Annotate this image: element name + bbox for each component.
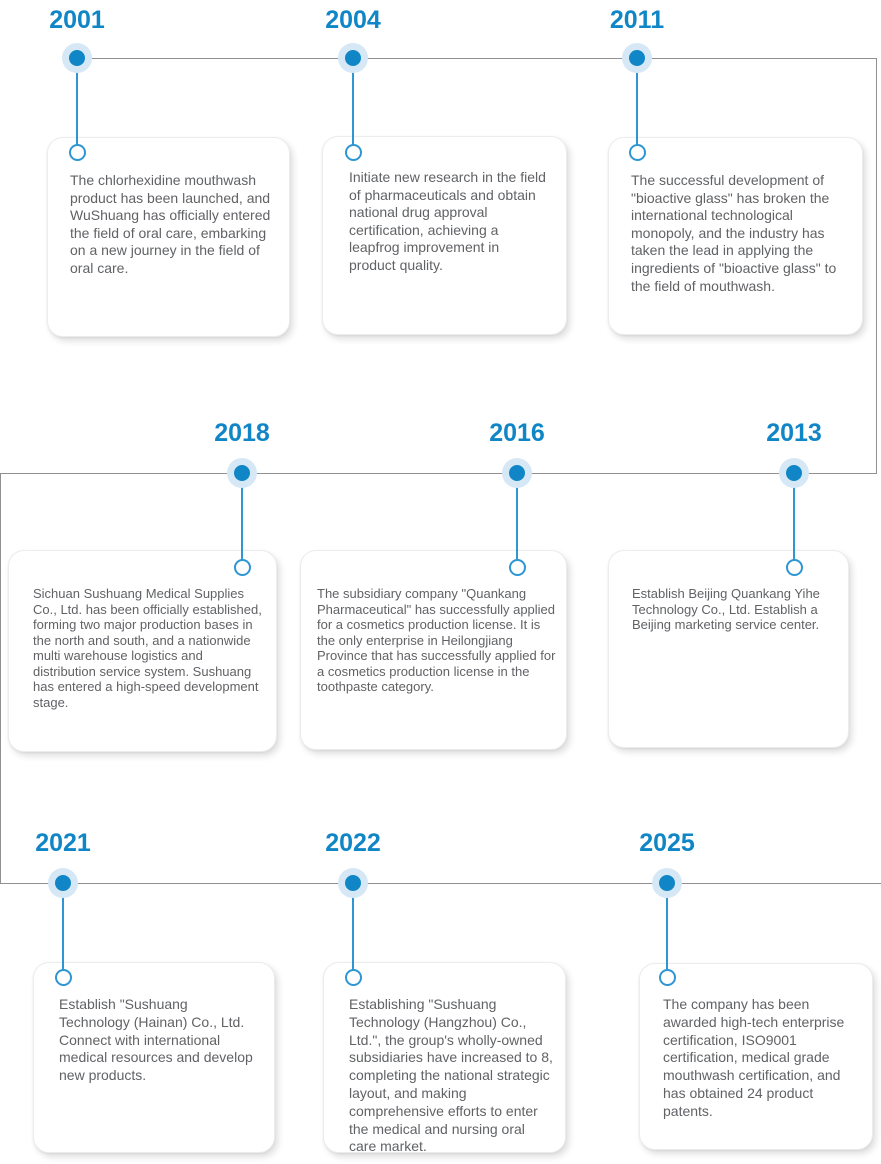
connector-line-2022: [352, 883, 354, 977]
timeline-dot-inner: [345, 875, 361, 891]
timeline-dot-2013: [779, 458, 809, 488]
timeline-line-row2: [0, 473, 877, 474]
year-label-2022: 2022: [325, 829, 381, 857]
card-node-circle-2021: [55, 969, 72, 986]
card-node-circle-2001: [69, 144, 86, 161]
event-description: Establishing "Sushuang Technology (Hangz…: [349, 996, 553, 1155]
event-card-2001: The chlorhexidine mouthwash product has …: [47, 137, 290, 337]
year-label-2018: 2018: [214, 419, 270, 447]
timeline-dot-inner: [659, 875, 675, 891]
card-node-circle-2011: [629, 144, 646, 161]
card-node-circle-2018: [234, 559, 251, 576]
timeline-line-row1: [77, 58, 876, 59]
timeline-dot-inner: [629, 50, 645, 66]
year-label-2011: 2011: [609, 6, 665, 34]
timeline-dot-2025: [652, 868, 682, 898]
connector-line-2016: [516, 473, 518, 567]
timeline-dot-inner: [786, 465, 802, 481]
timeline-dot-2001: [62, 43, 92, 73]
timeline-dot-2004: [338, 43, 368, 73]
event-card-2021: Establish "Sushuang Technology (Hainan) …: [33, 962, 275, 1153]
card-node-circle-2025: [659, 969, 676, 986]
timeline-dot-inner: [69, 50, 85, 66]
connector-line-2018: [241, 473, 243, 567]
timeline-dot-inner: [345, 50, 361, 66]
timeline-dot-inner: [55, 875, 71, 891]
event-description: The subsidiary company "Quankang Pharmac…: [317, 586, 556, 694]
connector-line-2004: [352, 58, 354, 152]
year-label-2001: 2001: [49, 6, 105, 34]
event-card-2022: Establishing "Sushuang Technology (Hangz…: [323, 962, 566, 1155]
event-card-2011: The successful development of "bioactive…: [608, 137, 863, 335]
event-description: The successful development of "bioactive…: [631, 172, 837, 294]
event-description: Establish "Sushuang Technology (Hainan) …: [59, 996, 253, 1084]
timeline-dot-2011: [622, 43, 652, 73]
event-card-2004: Initiate new research in the field of ph…: [322, 136, 567, 335]
connector-line-2001: [76, 58, 78, 152]
event-description: The company has been awarded high-tech e…: [663, 996, 845, 1119]
event-description: The chlorhexidine mouthwash product has …: [70, 172, 271, 276]
connector-line-2025: [666, 883, 668, 977]
event-description: Sichuan Sushuang Medical Supplies Co., L…: [33, 586, 262, 710]
timeline-line-row3: [0, 883, 881, 884]
card-node-circle-2013: [786, 559, 803, 576]
event-card-2013: Establish Beijing Quankang Yihe Technolo…: [608, 550, 849, 748]
card-node-circle-2016: [509, 559, 526, 576]
timeline-dot-2022: [338, 868, 368, 898]
timeline-dot-2021: [48, 868, 78, 898]
year-label-2025: 2025: [639, 829, 695, 857]
connector-line-2021: [62, 883, 64, 977]
connector-line-2011: [636, 58, 638, 152]
timeline-dot-2018: [227, 458, 257, 488]
event-description: Initiate new research in the field of ph…: [349, 169, 546, 273]
timeline-dot-2016: [502, 458, 532, 488]
timeline-dot-inner: [234, 465, 250, 481]
card-node-circle-2004: [345, 144, 362, 161]
card-node-circle-2022: [345, 969, 362, 986]
timeline-dot-inner: [509, 465, 525, 481]
timeline-line-left-vertical: [0, 473, 1, 884]
event-card-2025: The company has been awarded high-tech e…: [639, 963, 873, 1150]
timeline-line-right-vertical: [876, 58, 877, 474]
year-label-2013: 2013: [766, 419, 822, 447]
year-label-2004: 2004: [325, 6, 381, 34]
year-label-2016: 2016: [489, 419, 545, 447]
event-description: Establish Beijing Quankang Yihe Technolo…: [632, 586, 820, 632]
connector-line-2013: [793, 473, 795, 567]
event-card-2018: Sichuan Sushuang Medical Supplies Co., L…: [8, 550, 277, 752]
year-label-2021: 2021: [35, 829, 91, 857]
event-card-2016: The subsidiary company "Quankang Pharmac…: [300, 550, 567, 750]
